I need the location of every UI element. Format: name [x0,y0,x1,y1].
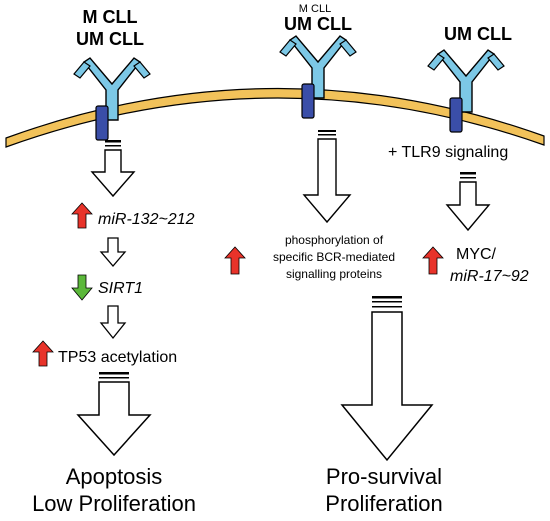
label-phospho-line3: signalling proteins [286,267,382,281]
receptor-left [73,57,151,141]
up-arrow-myc [422,246,444,275]
arrow-left-1 [90,140,136,198]
arrow-right-1 [445,172,491,232]
label-phospho-line2: specific BCR-mediated [273,250,395,264]
label-um-cll-right: UM CLL [444,24,512,44]
down-arrow-sirt1 [71,274,93,301]
label-m-cll: M CLL [83,7,138,27]
arrow-left-2 [99,237,127,267]
receptor-center [279,35,357,119]
label-myc-line1: MYC/ [456,246,497,263]
outcome-right-2: Proliferation [325,491,442,516]
outcome-left-1: Apoptosis [66,464,163,489]
label-tlr9: + TLR9 signaling [388,144,508,161]
cell-membrane [5,87,545,148]
label-myc-line2: miR-17~92 [450,268,529,285]
up-arrow-tp53 [32,340,54,367]
label-um-cll-center: UM CLL [284,14,352,34]
label-m-cll-small: M CLL [299,3,331,15]
label-um-cll-left: UM CLL [76,29,144,49]
arrow-left-3 [99,305,127,340]
arrow-left-4 [76,372,152,457]
label-mir132: miR-132~212 [98,211,195,228]
outcome-left-2: Low Proliferation [32,491,196,516]
label-tp53: TP53 acetylation [58,349,177,366]
arrow-center-1 [302,130,352,224]
up-arrow-phospho [224,246,246,275]
label-phospho-line1: phosphorylation of [285,233,384,247]
arrow-center-2 [340,296,434,462]
outcome-right-1: Pro-survival [326,464,442,489]
up-arrow-mir132 [71,202,93,229]
label-sirt1: SIRT1 [98,280,143,297]
